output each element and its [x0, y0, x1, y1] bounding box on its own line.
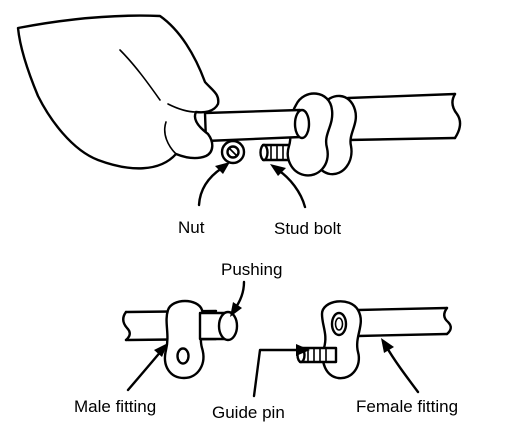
top-right-pipe: [346, 92, 462, 142]
stud-bolt-leader-arrow: [270, 164, 307, 209]
female-fitting-pipe: [356, 306, 452, 338]
nut-label: Nut: [178, 218, 205, 237]
top-left-pipe: [203, 108, 311, 143]
pushing-leader-arrow: [230, 280, 246, 317]
pushing-label: Pushing: [221, 260, 282, 279]
male-fitting-label: Male fitting: [74, 397, 156, 416]
female-fitting-leader-arrow: [381, 338, 420, 394]
male-fitting-leader-arrow: [126, 343, 168, 392]
guide-pin-leader-arrow: [252, 344, 310, 398]
female-fitting-flange: [320, 300, 363, 380]
guide-pin-label: Guide pin: [212, 403, 285, 422]
male-fitting-flange: [163, 299, 205, 380]
bottom-fittings-illustration: [122, 280, 452, 398]
stud-bolt-label: Stud bolt: [274, 219, 341, 238]
nut-leader-arrow: [197, 162, 230, 207]
male-fitting-nose: [198, 310, 239, 342]
female-fitting-label: Female fitting: [356, 397, 458, 416]
hand-illustration: [16, 14, 220, 170]
nut-shape: [220, 139, 246, 165]
top-assembly-illustration: [16, 14, 462, 209]
